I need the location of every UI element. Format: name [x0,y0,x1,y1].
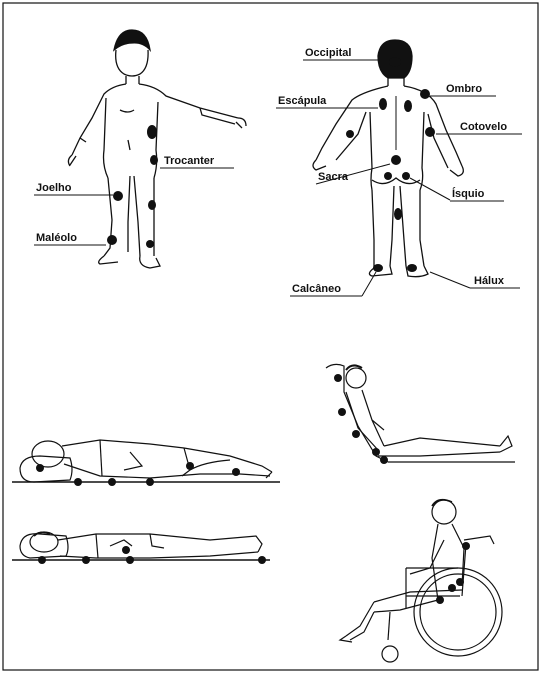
standing-back-figure [313,40,463,277]
leader-isquio [410,178,450,200]
label-sacra: Sacra [318,171,349,183]
semi-reclined-dots [334,374,388,464]
reclined-scapula-point [338,408,346,416]
label-isquio: Ísquio [452,187,485,200]
reclined-ischium-point [380,456,388,464]
elbow-point-left [346,130,354,138]
wheelchair-scapula-point [462,542,470,550]
heel-point-left [373,264,383,272]
side-trochanter-point [146,478,154,486]
diagram-border [3,3,538,670]
wheelchair-thigh-point [436,596,444,604]
shoulder-point [420,89,430,99]
label-halux: Hálux [474,275,505,287]
standing-front-figure [68,30,246,268]
wheelchair-sacrum-point [456,578,464,586]
side-ear-point [36,464,44,472]
scapula-point-left [379,98,387,110]
label-escapula: Escápula [278,95,327,107]
label-ombro: Ombro [446,83,482,95]
leader-halux [430,272,470,288]
label-joelho: Joelho [36,182,72,194]
ischium-point-right [402,172,410,180]
side-elbow-point [108,478,116,486]
ischium-point-left [384,172,392,180]
supine-sacrum-point [126,556,134,564]
supine-figure [12,532,270,560]
label-calcaneo: Calcâneo [292,283,341,295]
side-malleolus-point [232,468,240,476]
malleolus-point-right [146,240,154,248]
side-shoulder-point [74,478,82,486]
front-pressure-dots [107,125,158,248]
occipital-point [389,57,401,67]
trocanter-point-lower [150,155,158,165]
reclined-elbow-point [352,430,360,438]
reclined-sacrum-point [372,448,380,456]
knee-point-right [148,200,156,210]
side-knee-point [186,462,194,470]
scapula-point-right [404,100,412,112]
malleolus-point [107,235,117,245]
thigh-point [394,208,402,220]
sacrum-point [391,155,401,165]
wheelchair-ischium-point [448,584,456,592]
supine-elbow-point [122,546,130,554]
elbow-point [425,127,435,137]
label-cotovelo: Cotovelo [460,121,507,133]
heel-point-right [407,264,417,272]
front-labels: Trocanter Joelho Maléolo [34,155,234,245]
label-maleolo: Maléolo [36,232,77,244]
leader-calcaneo-diag [362,272,376,296]
supine-scapula-point [82,556,90,564]
reclined-occipital-point [334,374,342,382]
knee-point [113,191,123,201]
side-lying-figure [12,440,280,482]
semi-reclined-figure [326,364,515,462]
supine-heel-point [258,556,266,564]
label-trocanter: Trocanter [164,155,215,167]
wheelchair-figure [340,500,502,662]
back-labels: Occipital Ombro Escápula Cotovelo Sacra … [276,47,522,296]
supine-occipital-point [38,556,46,564]
supine-dots [38,546,266,564]
trocanter-point [147,125,157,139]
label-occipital: Occipital [305,47,351,59]
